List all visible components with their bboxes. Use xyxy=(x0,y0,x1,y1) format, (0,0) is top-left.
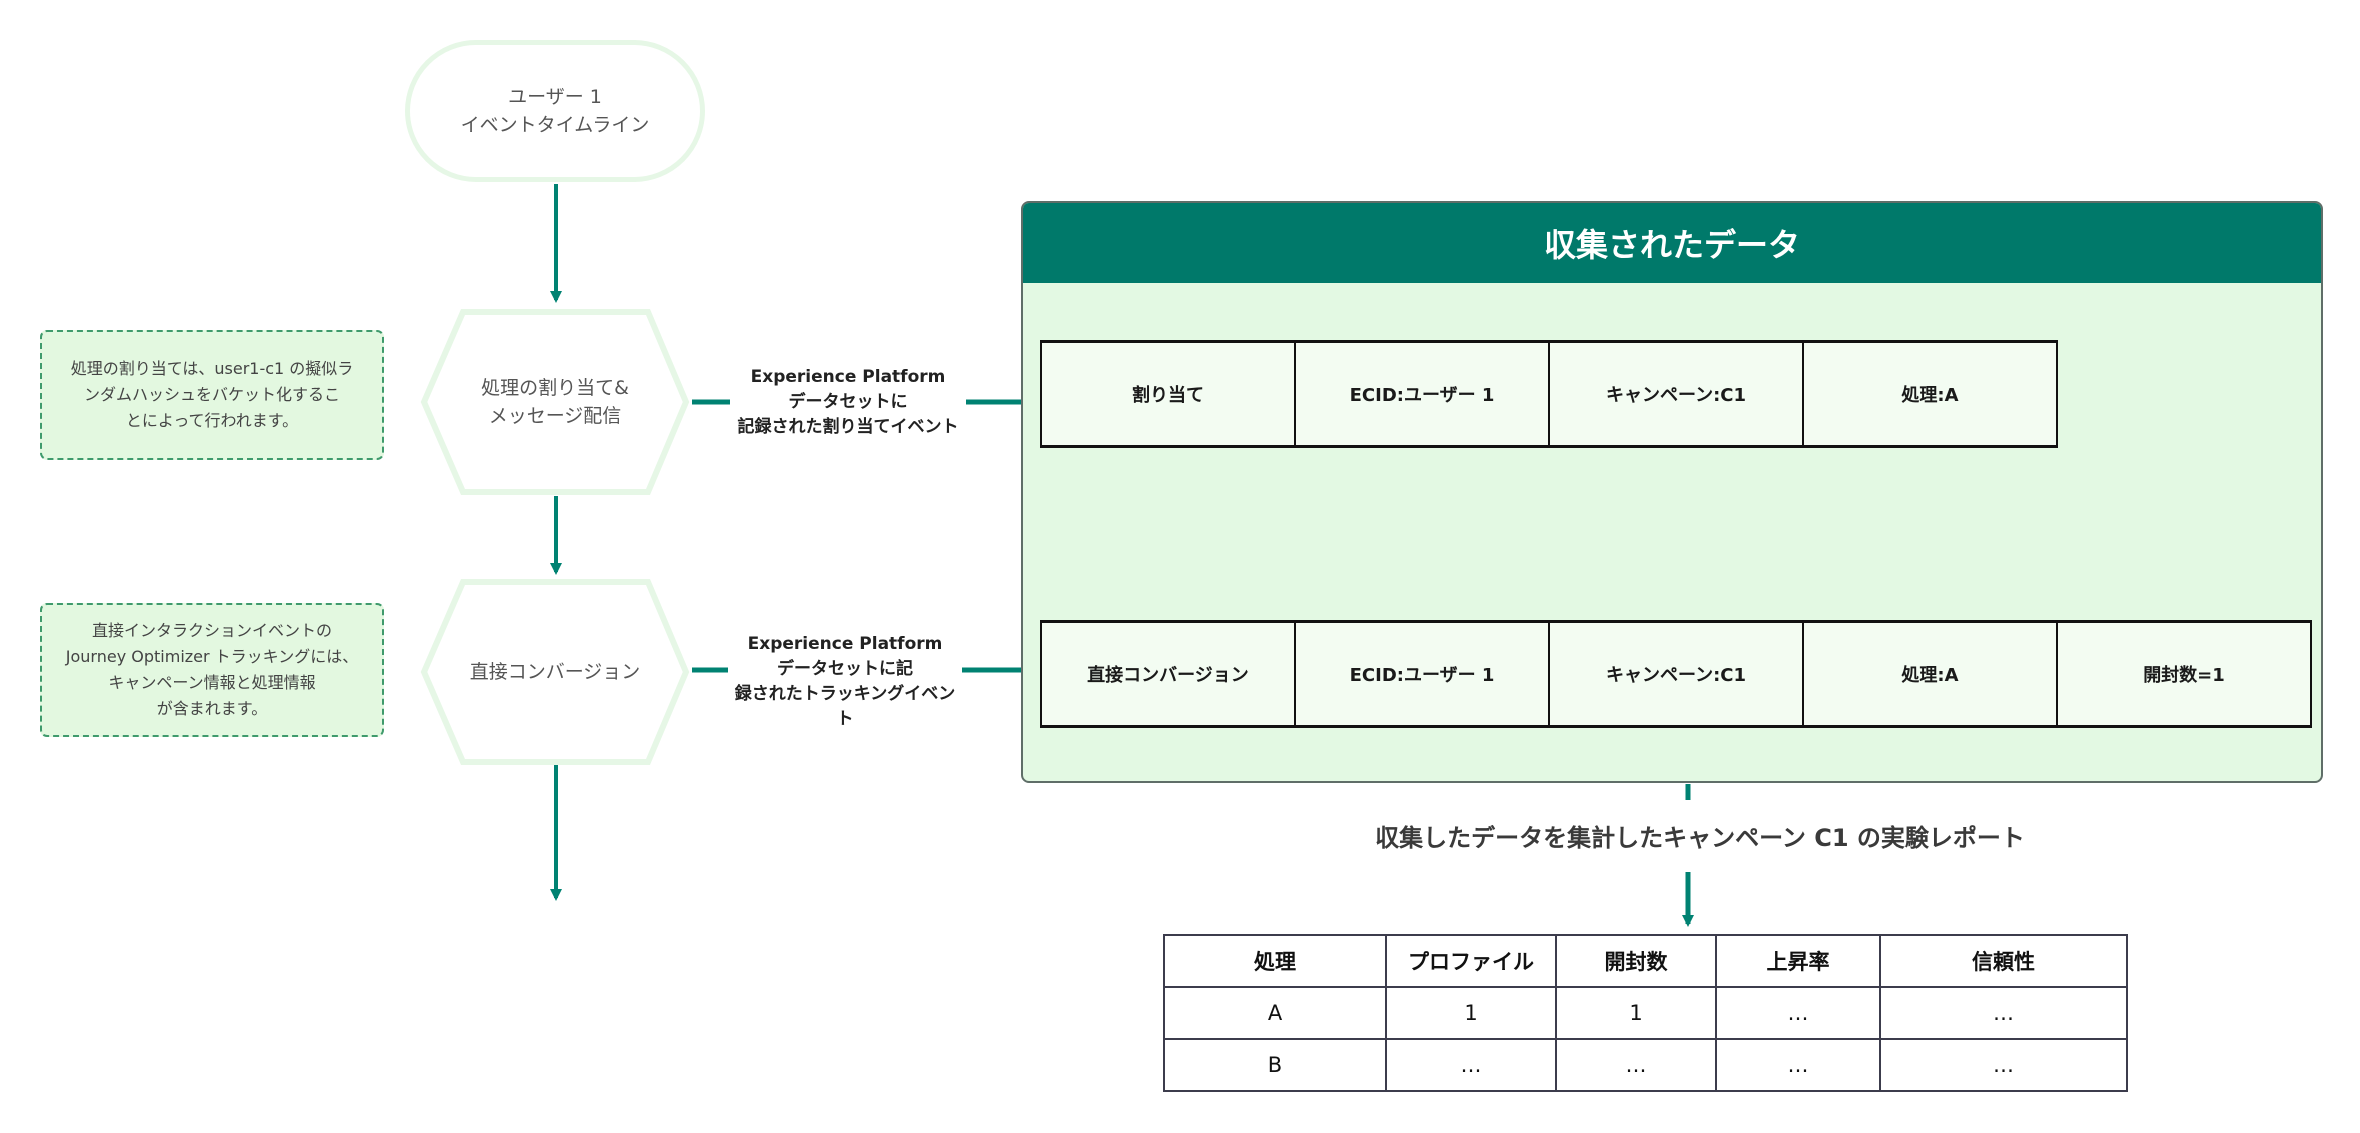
edge-assign-line1: Experience Platform xyxy=(750,367,946,387)
data-cell: ECID:ユーザー 1 xyxy=(1296,623,1550,725)
data-cell: 割り当て xyxy=(1042,343,1296,445)
edge-assign-line2: データセットに xyxy=(788,392,908,412)
edge-assign-line3: 記録された割り当てイベント xyxy=(737,417,959,437)
column-header: 処理 xyxy=(1163,934,1387,988)
table-cell: … xyxy=(1715,986,1881,1040)
note-conversion-line4: が含まれます。 xyxy=(156,699,268,718)
column-header: 開封数 xyxy=(1555,934,1717,988)
hexagon-assign xyxy=(420,309,690,495)
note-conversion-line1: 直接インタラクションイベントの xyxy=(91,621,332,640)
table-cell: B xyxy=(1163,1038,1387,1092)
start-node-line1: ユーザー 1 xyxy=(508,86,602,108)
column-header: プロファイル xyxy=(1385,934,1557,988)
data-cell: 処理:A xyxy=(1804,343,2058,445)
step-assign-line1: 処理の割り当て& xyxy=(481,377,629,399)
start-node-line2: イベントタイムライン xyxy=(460,114,650,136)
data-cell: ECID:ユーザー 1 xyxy=(1296,343,1550,445)
edge-conversion-line1: Experience Platform xyxy=(747,634,943,654)
note-assign-line3: とによって行われます。 xyxy=(125,411,299,430)
table-row: B … … … … xyxy=(1163,1038,2128,1092)
panel-title: 収集されたデータ xyxy=(1023,203,2321,283)
edge-conversion-line3: 録されたトラッキングイベント xyxy=(734,684,956,729)
step-assign-label: 処理の割り当て& メッセージ配信 xyxy=(430,362,680,442)
table-cell: … xyxy=(1879,1038,2128,1092)
column-header: 信頼性 xyxy=(1879,934,2128,988)
hexagon-conversion xyxy=(420,579,690,765)
table-header-row: 処理 プロファイル 開封数 上昇率 信頼性 xyxy=(1163,934,2128,988)
table-row: A 1 1 … … xyxy=(1163,986,2128,1040)
report-table: 処理 プロファイル 開封数 上昇率 信頼性 A 1 1 … … B … … … … xyxy=(1163,934,2128,1092)
report-caption: 収集したデータを集計したキャンペーン C1 の実験レポート xyxy=(1375,824,2025,852)
data-row-assignment: 割り当て ECID:ユーザー 1 キャンペーン:C1 処理:A xyxy=(1040,340,2058,448)
note-conversion-line3: キャンペーン情報と処理情報 xyxy=(108,673,316,692)
note-conversion-line2: Journey Optimizer トラッキングには、 xyxy=(65,647,359,666)
note-assignment: 処理の割り当ては、user1-c1 の擬似ラ ンダムハッシュをバケット化するこ … xyxy=(40,330,384,460)
start-node-user-timeline: ユーザー 1 イベントタイムライン xyxy=(405,40,705,182)
data-row-conversion: 直接コンバージョン ECID:ユーザー 1 キャンペーン:C1 処理:A 開封数… xyxy=(1040,620,2312,728)
table-cell: … xyxy=(1385,1038,1557,1092)
data-cell: キャンペーン:C1 xyxy=(1550,623,1804,725)
data-cell: キャンペーン:C1 xyxy=(1550,343,1804,445)
table-cell: … xyxy=(1879,986,2128,1040)
note-assign-line2: ンダムハッシュをバケット化するこ xyxy=(83,385,340,404)
step-conversion-label: 直接コンバージョン xyxy=(430,652,680,692)
table-cell: A xyxy=(1163,986,1387,1040)
table-cell: … xyxy=(1555,1038,1717,1092)
edge-label-assign: Experience Platform データセットに 記録された割り当てイベン… xyxy=(730,365,966,440)
step-assign-line2: メッセージ配信 xyxy=(488,405,622,427)
data-cell: 直接コンバージョン xyxy=(1042,623,1296,725)
edge-conversion-line2: データセットに記 xyxy=(777,659,913,679)
table-cell: 1 xyxy=(1385,986,1557,1040)
table-cell: 1 xyxy=(1555,986,1717,1040)
column-header: 上昇率 xyxy=(1715,934,1881,988)
table-cell: … xyxy=(1715,1038,1881,1092)
step-conversion-text: 直接コンバージョン xyxy=(469,661,641,683)
note-assign-line1: 処理の割り当ては、user1-c1 の擬似ラ xyxy=(70,359,354,378)
edge-label-conversion: Experience Platform データセットに記 録されたトラッキングイ… xyxy=(728,632,962,732)
data-cell: 開封数=1 xyxy=(2058,623,2312,725)
data-cell: 処理:A xyxy=(1804,623,2058,725)
note-conversion: 直接インタラクションイベントの Journey Optimizer トラッキング… xyxy=(40,603,384,737)
